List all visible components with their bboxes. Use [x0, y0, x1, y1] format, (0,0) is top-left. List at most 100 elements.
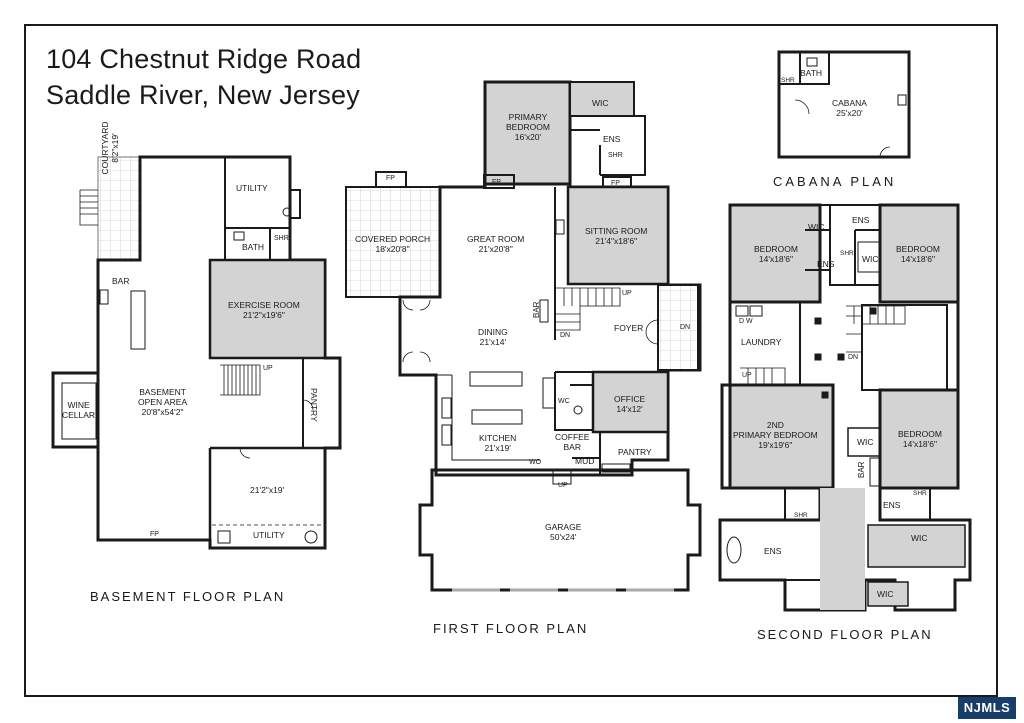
shr-se-label: SHR [913, 490, 927, 497]
cabana-door [794, 99, 891, 158]
exercise-room-area [208, 258, 327, 360]
basement-bar-counter [130, 290, 146, 350]
wc-first-label: WC [558, 398, 570, 405]
cabana-bath-walls [779, 52, 830, 85]
utility-bottom-walls [208, 446, 325, 540]
utility-tank-right [304, 530, 318, 544]
laundry-dw-label: D W [739, 318, 753, 325]
fp-great-label: FP [492, 179, 501, 186]
wic-primary-label: WIC [592, 98, 609, 108]
ens-top-label: ENS [852, 215, 870, 225]
basement-plan-label: BASEMENT FLOOR PLAN [90, 589, 286, 604]
ens-se-label: ENS [883, 500, 901, 510]
porch-door [402, 299, 431, 311]
wic-nw-label: WIC [808, 222, 825, 232]
wic-se-label: WIC [857, 437, 874, 447]
center-bath-walls [805, 204, 880, 286]
foyer-entry-porch [657, 284, 699, 371]
bar-basement-label: BAR [112, 276, 130, 286]
second-primary-area [728, 383, 835, 490]
up-second-label: UP [742, 372, 752, 379]
kitchen-fixture [441, 424, 452, 446]
ens-mid-label: ENS [817, 259, 835, 269]
pantry-door [302, 399, 314, 411]
ensuite-sw-walls [784, 488, 820, 581]
njmls-watermark-badge: NJMLS [958, 697, 1016, 719]
fp-porch-label: FP [386, 175, 395, 182]
up-basement-label: UP [263, 365, 273, 372]
wc-toilet [573, 405, 583, 415]
dw-fixture [441, 397, 452, 419]
title-city-line: Saddle River, New Jersey [46, 80, 360, 110]
first-floor-plan-label: FIRST FLOOR PLAN [433, 621, 589, 636]
column-5 [821, 391, 829, 399]
first-floor-stairs [556, 287, 621, 331]
kitchen-island-1 [469, 371, 523, 387]
shr-top-label: SHR [840, 250, 854, 257]
bar-second-counter [869, 457, 881, 487]
foyer-label: FOYER [614, 323, 644, 333]
wic-ne-area [857, 241, 881, 273]
utility-tank-left [217, 530, 231, 544]
fp-sitting-label: FP [611, 180, 620, 187]
shr-basement-label: SHR [274, 235, 289, 242]
column-2 [814, 353, 822, 361]
laundry-walls [730, 301, 801, 385]
side-door [402, 351, 431, 363]
second-floor-plan [718, 203, 972, 612]
drawing-frame [24, 24, 998, 697]
open-to-below [861, 304, 948, 391]
wic-small-area [867, 581, 909, 607]
fp-basement-label: FP [150, 531, 159, 538]
column-1 [814, 317, 822, 325]
bedroom-nw-area [728, 203, 822, 304]
bath-sink [233, 231, 245, 241]
utility-top-label: UTILITY [236, 183, 268, 193]
wic-small-label: WIC [877, 589, 894, 599]
ensuite-se-walls [880, 487, 931, 520]
ens-primary-label: ENS [603, 134, 621, 144]
bar-fixture [555, 219, 565, 235]
cabana-plan-label: CABANA PLAN [773, 174, 897, 189]
wine-cellar-inner [61, 382, 97, 440]
up-first-label: UP [622, 290, 632, 297]
cabana-shr-label: SHR [781, 77, 795, 84]
porch-fireplace [375, 171, 407, 188]
foyer-door [645, 319, 659, 345]
cabana-plan [777, 50, 911, 159]
garage-step [552, 469, 572, 485]
ref-fixture [542, 377, 556, 409]
kitchen-counter [436, 374, 540, 461]
cabana-fixture [897, 94, 907, 106]
laundry-stairs [740, 367, 786, 386]
sitting-room-area [566, 185, 670, 286]
utility-bottom-label: UTILITY [253, 530, 285, 540]
cabana-outer-wall [777, 50, 911, 159]
utility-bottom-dim-label: 21'2"x19' [250, 485, 285, 495]
basement-plan [51, 155, 342, 550]
dn-foyer-label: DN [680, 324, 691, 331]
basement-bar-back [99, 289, 109, 305]
bar-first-label: BAR [532, 301, 541, 318]
ens-sw-label: ENS [764, 546, 782, 556]
laundry-machine-w [749, 305, 763, 317]
dn-second-label: DN [848, 354, 859, 361]
wic-se-area [847, 427, 881, 457]
basement-stairs [220, 364, 261, 396]
bar-counter [539, 299, 549, 323]
dn-first-label: DN [560, 332, 571, 339]
courtyard-area [97, 156, 141, 261]
